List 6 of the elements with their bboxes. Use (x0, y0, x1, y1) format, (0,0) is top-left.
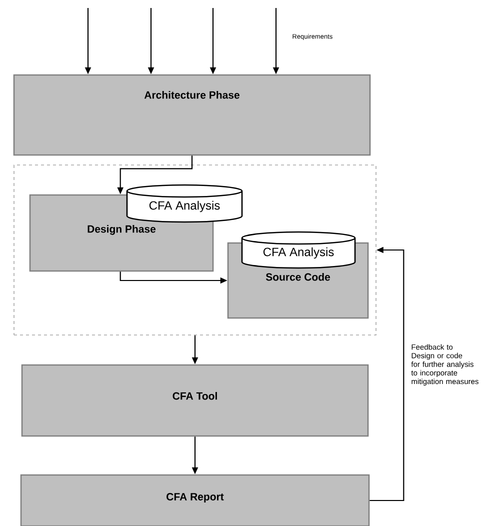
cylinder: CFA Analysis (241, 231, 356, 269)
dashed-group-box (14, 164, 376, 336)
process-box: CFA Report (20, 474, 370, 526)
process-box: CFA Tool (21, 364, 369, 437)
cylinder: CFA Analysis (126, 184, 243, 223)
process-box: Architecture Phase (13, 74, 371, 156)
